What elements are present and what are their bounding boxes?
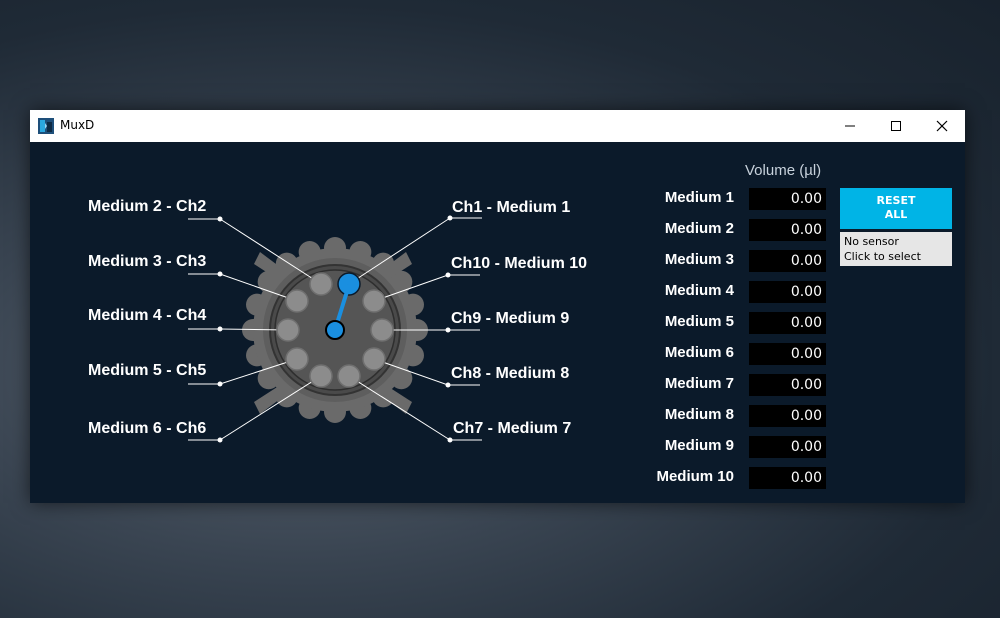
muxd-window: MuxD bbox=[30, 110, 965, 503]
port-ch5[interactable] bbox=[285, 347, 309, 371]
valve-bracket bbox=[254, 252, 412, 414]
port-ch4[interactable] bbox=[276, 318, 300, 342]
volume-value-medium-8[interactable]: 0.00 bbox=[749, 405, 826, 427]
port-ch1[interactable] bbox=[337, 272, 361, 296]
port-ch7[interactable] bbox=[337, 364, 361, 388]
leader-dot-ch8 bbox=[445, 382, 451, 388]
volume-row-label: Medium 8 bbox=[664, 406, 734, 423]
minimize-button[interactable] bbox=[827, 110, 873, 142]
valve-center bbox=[325, 320, 345, 340]
title-bar: MuxD bbox=[30, 110, 965, 142]
reset-all-button[interactable]: RESET ALL bbox=[840, 188, 952, 229]
sensor-status: No sensor bbox=[844, 235, 899, 248]
volume-row-label: Medium 7 bbox=[664, 375, 734, 392]
leader-dot-ch3 bbox=[217, 271, 223, 277]
sensor-hint: Click to select bbox=[844, 250, 921, 263]
volume-value-medium-3[interactable]: 0.00 bbox=[749, 250, 826, 272]
leader-dot-ch6 bbox=[217, 437, 223, 443]
port-ch9[interactable] bbox=[370, 318, 394, 342]
port-ch3[interactable] bbox=[285, 289, 309, 313]
label-ch7: Ch7 - Medium 7 bbox=[453, 420, 572, 437]
volume-value-medium-7[interactable]: 0.00 bbox=[749, 374, 826, 396]
port-ch6[interactable] bbox=[309, 364, 333, 388]
volume-value-medium-10[interactable]: 0.00 bbox=[749, 467, 826, 489]
leader-line-ch5 bbox=[219, 358, 298, 385]
leader-dot-ch5 bbox=[217, 381, 223, 387]
reset-label-line1: RESET bbox=[876, 194, 916, 207]
leader-line-ch7 bbox=[348, 375, 451, 441]
volume-value-medium-1[interactable]: 0.00 bbox=[749, 188, 826, 210]
label-ch2: Medium 2 - Ch2 bbox=[88, 198, 207, 215]
leader-line-ch10 bbox=[373, 274, 449, 302]
app-logo-icon bbox=[38, 118, 54, 134]
volume-row-label: Medium 5 bbox=[664, 313, 734, 330]
volume-row-label: Medium 3 bbox=[664, 251, 734, 268]
volume-value-medium-5[interactable]: 0.00 bbox=[749, 312, 826, 334]
label-ch3: Medium 3 - Ch3 bbox=[88, 253, 207, 270]
label-ch6: Medium 6 - Ch6 bbox=[88, 420, 207, 437]
leader-dot-ch9 bbox=[445, 327, 451, 333]
valve-ports bbox=[276, 272, 394, 388]
close-button[interactable] bbox=[919, 110, 965, 142]
leader-dot-ch7 bbox=[447, 437, 453, 443]
label-ch5: Medium 5 - Ch5 bbox=[88, 362, 207, 379]
sensor-selector[interactable]: No sensor Click to select bbox=[840, 232, 952, 266]
maximize-button[interactable] bbox=[873, 110, 919, 142]
leader-line-ch6 bbox=[219, 375, 322, 441]
leader-line-ch8 bbox=[373, 358, 449, 386]
volume-row-label: Medium 6 bbox=[664, 344, 734, 361]
port-ch2[interactable] bbox=[309, 272, 333, 296]
port-ch8[interactable] bbox=[362, 347, 386, 371]
volume-row-label: Medium 1 bbox=[664, 189, 734, 206]
volume-value-medium-4[interactable]: 0.00 bbox=[749, 281, 826, 303]
leader-line-ch3 bbox=[219, 273, 298, 302]
label-ch10: Ch10 - Medium 10 bbox=[451, 255, 588, 272]
minimize-icon bbox=[845, 125, 855, 127]
leader-dot-ch2 bbox=[217, 216, 223, 222]
maximize-icon bbox=[891, 121, 901, 131]
volume-row-label: Medium 2 bbox=[664, 220, 734, 237]
main-panel: Medium 2 - Ch2 Medium 3 - Ch3 Medium 4 -… bbox=[30, 142, 965, 503]
leader-dot-ch1 bbox=[447, 215, 453, 221]
leader-lines bbox=[188, 215, 482, 443]
valve-diagram bbox=[188, 215, 482, 443]
volume-row-label: Medium 9 bbox=[664, 437, 734, 454]
volume-value-medium-2[interactable]: 0.00 bbox=[749, 219, 826, 241]
volume-row-label: Medium 10 bbox=[656, 468, 734, 485]
label-ch9: Ch9 - Medium 9 bbox=[451, 310, 570, 327]
port-ch10[interactable] bbox=[362, 289, 386, 313]
volume-value-medium-9[interactable]: 0.00 bbox=[749, 436, 826, 458]
volume-value-medium-6[interactable]: 0.00 bbox=[749, 343, 826, 365]
leader-dot-ch4 bbox=[217, 326, 223, 332]
leader-line-ch2 bbox=[219, 218, 322, 285]
reset-label-line2: ALL bbox=[884, 208, 908, 221]
volume-header: Volume (µl) bbox=[745, 162, 822, 179]
leader-line-ch1 bbox=[348, 217, 451, 285]
label-ch1: Ch1 - Medium 1 bbox=[452, 199, 571, 216]
window-title: MuxD bbox=[60, 118, 95, 132]
close-icon bbox=[936, 120, 948, 132]
label-ch4: Medium 4 - Ch4 bbox=[88, 307, 207, 324]
label-ch8: Ch8 - Medium 8 bbox=[451, 365, 570, 382]
volume-row-label: Medium 4 bbox=[664, 282, 734, 299]
leader-dot-ch10 bbox=[445, 272, 451, 278]
